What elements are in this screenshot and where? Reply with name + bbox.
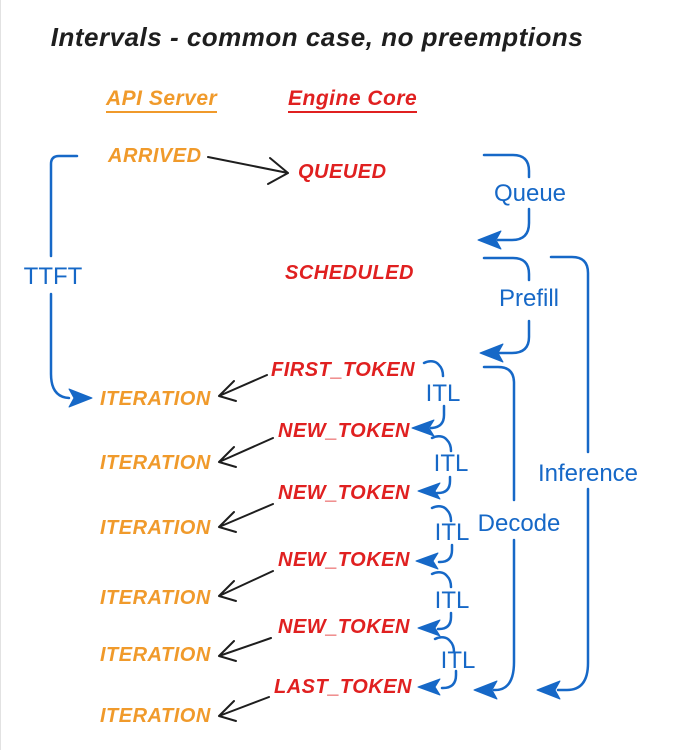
itl-arrow-shaft-5 — [440, 669, 458, 690]
itl-arrow-shaft-4 — [436, 611, 453, 631]
event-first-token: FIRST_TOKEN — [271, 359, 416, 381]
arrow-first-token-to-iteration-1 — [218, 374, 268, 402]
interval-label-decode: Decode — [477, 510, 561, 537]
event-arrived: ARRIVED — [108, 145, 202, 167]
event-iteration-1: ITERATION — [100, 388, 211, 410]
interval-label-prefill: Prefill — [498, 285, 560, 312]
ttft-arrowhead — [68, 388, 93, 408]
prefill-arrowhead — [479, 343, 504, 363]
itl-bracket-3 — [430, 505, 453, 523]
event-iteration-5: ITERATION — [100, 644, 211, 666]
inference-arrowhead — [536, 680, 561, 700]
itl-arrowhead-5 — [417, 678, 441, 696]
itl-bracket-4 — [430, 571, 453, 589]
inference-bracket — [549, 255, 590, 692]
decode-bracket — [482, 365, 516, 692]
arrow-new-token-1-to-iteration-2 — [218, 437, 274, 468]
event-last-token: LAST_TOKEN — [274, 676, 412, 698]
interval-label-queue: Queue — [493, 180, 567, 207]
arrow-new-token-2-to-iteration-3 — [218, 503, 274, 533]
interval-label-ttft: TTFT — [23, 263, 83, 290]
event-scheduled: SCHEDULED — [285, 262, 414, 284]
itl-arrow-shaft-2 — [435, 475, 452, 495]
event-new-token-1: NEW_TOKEN — [278, 420, 410, 442]
arrow-new-token-4-to-iteration-5 — [218, 637, 272, 662]
event-iteration-2: ITERATION — [100, 452, 211, 474]
itl-bracket-5 — [433, 636, 456, 654]
column-header-engine-core: Engine Core — [288, 88, 418, 113]
event-new-token-3: NEW_TOKEN — [278, 549, 410, 571]
itl-arrow-shaft-1 — [429, 404, 446, 430]
event-iteration-4: ITERATION — [100, 587, 211, 609]
ttft-bracket — [49, 154, 79, 400]
itl-bracket-1 — [422, 360, 445, 378]
itl-arrowhead-4 — [417, 619, 441, 637]
diagram-title: Intervals - common case, no preemptions — [50, 22, 584, 52]
column-header-api-server: API Server — [106, 88, 218, 113]
event-queued: QUEUED — [298, 161, 387, 183]
event-new-token-4: NEW_TOKEN — [278, 616, 410, 638]
decode-arrowhead — [473, 680, 498, 700]
itl-arrowhead-3 — [415, 552, 439, 570]
itl-arrowhead-2 — [417, 482, 441, 500]
itl-arrow-shaft-3 — [437, 543, 454, 564]
interval-label-itl-1: ITL — [425, 380, 461, 407]
event-iteration-3: ITERATION — [100, 517, 211, 539]
interval-label-itl-2: ITL — [433, 450, 469, 477]
queue-bracket — [482, 153, 531, 242]
itl-bracket-2 — [430, 435, 453, 453]
interval-label-itl-5: ITL — [440, 647, 476, 674]
event-new-token-2: NEW_TOKEN — [278, 482, 410, 504]
interval-label-itl-4: ITL — [434, 587, 470, 614]
arrow-last-token-to-iteration-6 — [218, 696, 270, 722]
arrow-new-token-3-to-iteration-4 — [218, 570, 274, 602]
interval-label-itl-3: ITL — [434, 519, 470, 546]
queue-arrowhead — [477, 230, 502, 250]
arrow-arrived-to-queued — [207, 156, 289, 185]
interval-label-inference: Inference — [537, 460, 639, 487]
itl-arrowhead-1 — [411, 419, 435, 437]
event-iteration-6: ITERATION — [100, 705, 211, 727]
prefill-bracket — [482, 256, 531, 355]
